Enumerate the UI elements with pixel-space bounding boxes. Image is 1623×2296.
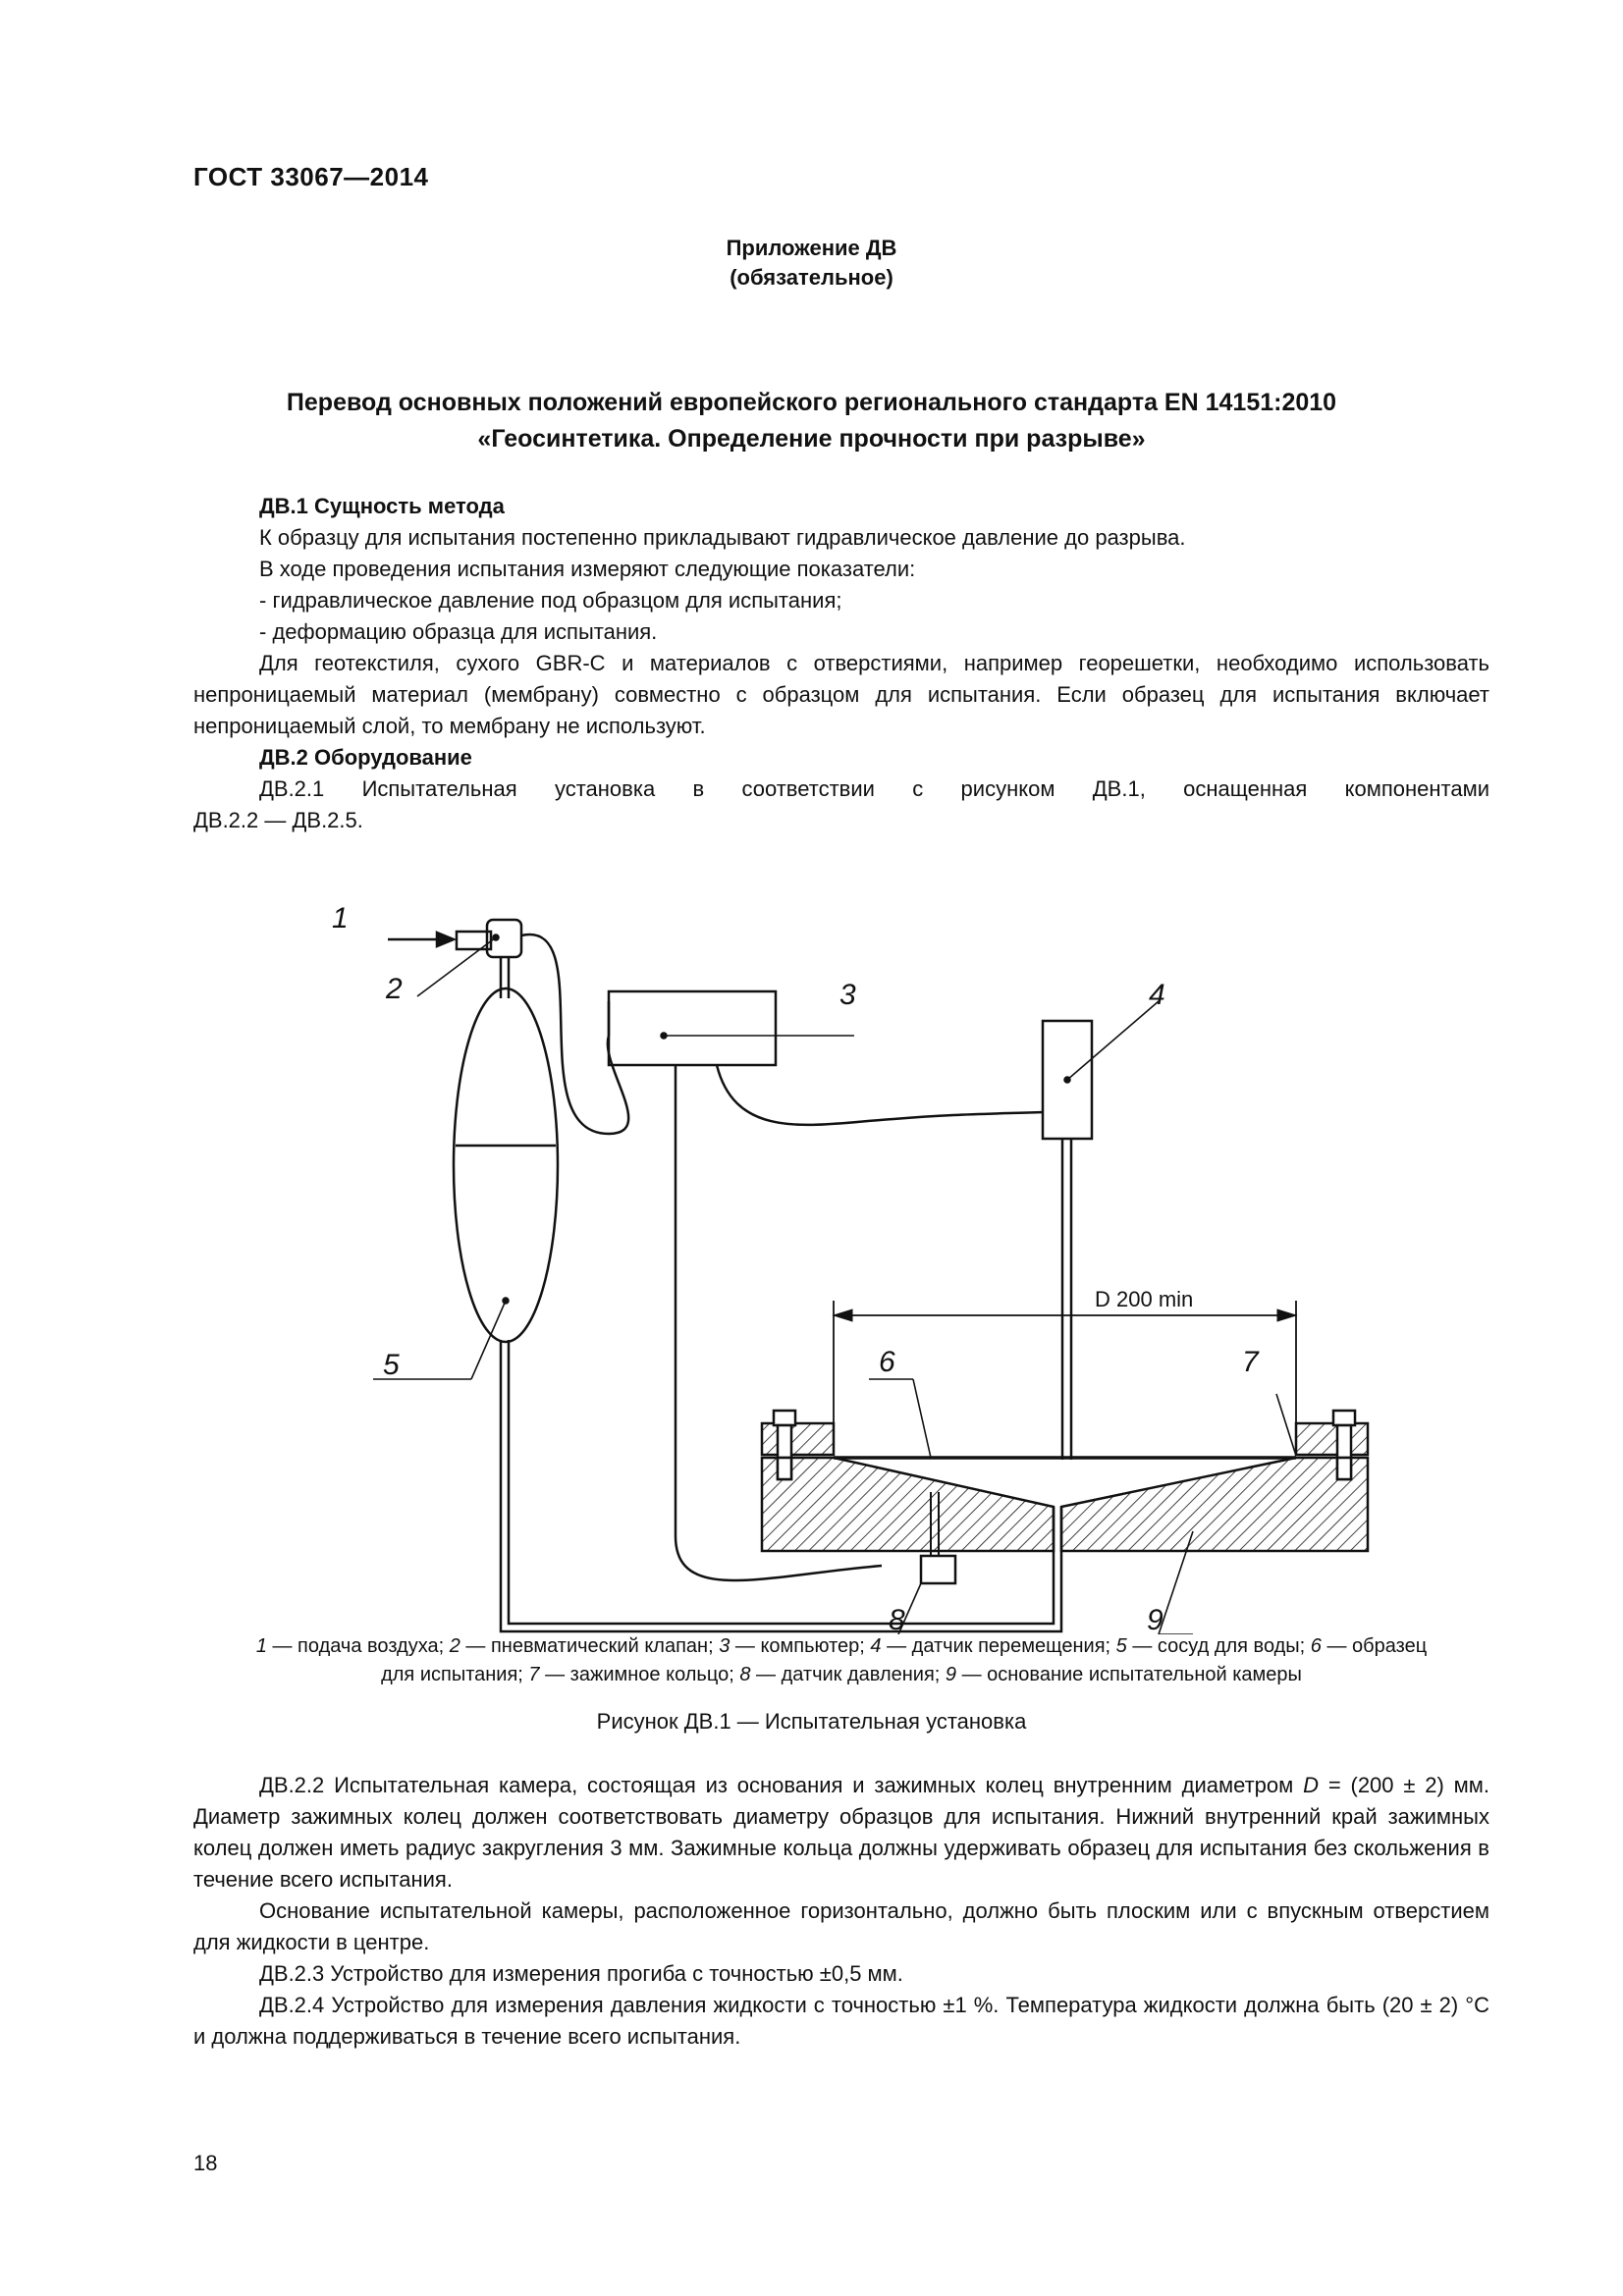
label-7: 7	[1242, 1346, 1260, 1378]
paragraph: ДВ.2.2 Испытательная камера, состоящая и…	[193, 1770, 1489, 1896]
paragraph-lead: ДВ.2.2 Испытательная камера, состоящая и…	[259, 1773, 1294, 1797]
paragraph: ДВ.2.1 Испытательная установка в соответ…	[259, 776, 1489, 801]
legend-text: — основание испытательной камеры	[956, 1664, 1302, 1685]
label-8: 8	[889, 1604, 905, 1634]
sensor-cable	[715, 1064, 1044, 1127]
document-id: ГОСТ 33067—2014	[193, 162, 429, 191]
clamping-ring-right	[1294, 1421, 1370, 1457]
valve-cable	[520, 933, 630, 1136]
legend-text: — пневматический клапан;	[460, 1635, 720, 1657]
test-setup-diagram: 1 2 3 4 5 6 7 8 9 D 200 min	[332, 902, 1370, 1634]
label-3: 3	[839, 979, 856, 1011]
paragraph-rest: = (200 ± 2) мм. Диаметр зажимных колец д…	[193, 1773, 1489, 1892]
legend-text: для испытания;	[381, 1664, 529, 1685]
legend-text: — датчик давления;	[750, 1664, 946, 1685]
chamber-base-left	[760, 1456, 1055, 1553]
legend-text: — компьютер;	[730, 1635, 871, 1657]
page-number: 18	[193, 2151, 218, 2175]
dimension-label: D 200 min	[1095, 1287, 1193, 1311]
paragraph-continuation: ДВ.2.2 — ДВ.2.5.	[193, 808, 363, 832]
paragraph: К образцу для испытания постепенно прикл…	[259, 525, 1186, 550]
label-5: 5	[383, 1349, 400, 1381]
paragraph: В ходе проведения испытания измеряют сле…	[259, 557, 916, 581]
pressure-sensor	[919, 1554, 957, 1585]
label-2: 2	[385, 973, 403, 1005]
section-2-heading: ДВ.2 Оборудование	[259, 745, 472, 770]
water-vessel	[452, 987, 560, 1344]
figure-caption: Рисунок ДВ.1 — Испытательная установка	[596, 1709, 1027, 1734]
legend-text: — подача воздуха;	[266, 1635, 450, 1657]
legend-number: 2	[449, 1635, 460, 1657]
label-4: 4	[1149, 979, 1165, 1011]
legend-number: 9	[945, 1664, 957, 1685]
legend-number: 1	[255, 1635, 267, 1657]
section-1: ДВ.1 Сущность метода К образцу для испыт…	[193, 491, 1489, 836]
legend-number: 4	[870, 1635, 882, 1657]
chamber-base-right	[1059, 1456, 1370, 1553]
displacement-sensor	[1041, 1019, 1094, 1141]
annex-heading: Приложение ДВ (обязательное)	[0, 234, 1623, 293]
figure-legend: 1 — подача воздуха; 2 — пневматический к…	[193, 1632, 1489, 1689]
legend-number: 5	[1115, 1635, 1127, 1657]
paragraph: Для геотекстиля, сухого GBR-C и материал…	[193, 651, 1489, 738]
legend-number: 6	[1310, 1635, 1322, 1657]
legend-text: — образец	[1321, 1635, 1428, 1657]
legend-number: 7	[528, 1664, 540, 1685]
annex-title: Приложение ДВ	[726, 236, 897, 260]
annex-status: (обязательное)	[730, 265, 893, 290]
page-title: Перевод основных положений европейского …	[0, 385, 1623, 457]
title-line-1: Перевод основных положений европейского …	[286, 389, 1337, 416]
legend-text: — сосуд для воды;	[1126, 1635, 1311, 1657]
section-2-continued: ДВ.2.2 Испытательная камера, состоящая и…	[193, 1770, 1489, 2053]
list-item: - деформацию образца для испытания.	[259, 619, 658, 644]
label-6: 6	[879, 1346, 895, 1378]
arrow-head	[435, 931, 458, 948]
legend-text: — датчик перемещения;	[881, 1635, 1116, 1657]
legend-text: — зажимное кольцо;	[539, 1664, 740, 1685]
clamping-ring-left	[760, 1421, 836, 1457]
bolt-right	[1331, 1409, 1357, 1427]
legend-line-2: для испытания; 7 — зажимное кольцо; 8 — …	[193, 1661, 1489, 1689]
water-pipe	[499, 1340, 1063, 1633]
title-line-2: «Геосинтетика. Определение прочности при…	[477, 425, 1146, 453]
bolt-left	[772, 1409, 797, 1427]
label-9: 9	[1147, 1604, 1163, 1634]
paragraph: ДВ.2.3 Устройство для измерения прогиба …	[259, 1961, 903, 1986]
pneumatic-valve	[485, 918, 523, 959]
label-1: 1	[332, 902, 349, 934]
pressure-cable	[674, 1065, 883, 1582]
legend-line-1: 1 — подача воздуха; 2 — пневматический к…	[193, 1632, 1489, 1661]
legend-number: 3	[719, 1635, 730, 1657]
section-1-heading: ДВ.1 Сущность метода	[259, 494, 505, 518]
computer-box	[607, 989, 778, 1067]
list-item: - гидравлическое давление под образцом д…	[259, 588, 842, 613]
paragraph: Основание испытательной камеры, располож…	[193, 1898, 1489, 1954]
variable-d: D	[1303, 1773, 1320, 1797]
legend-number: 8	[739, 1664, 751, 1685]
paragraph: ДВ.2.4 Устройство для измерения давления…	[193, 1993, 1489, 2049]
